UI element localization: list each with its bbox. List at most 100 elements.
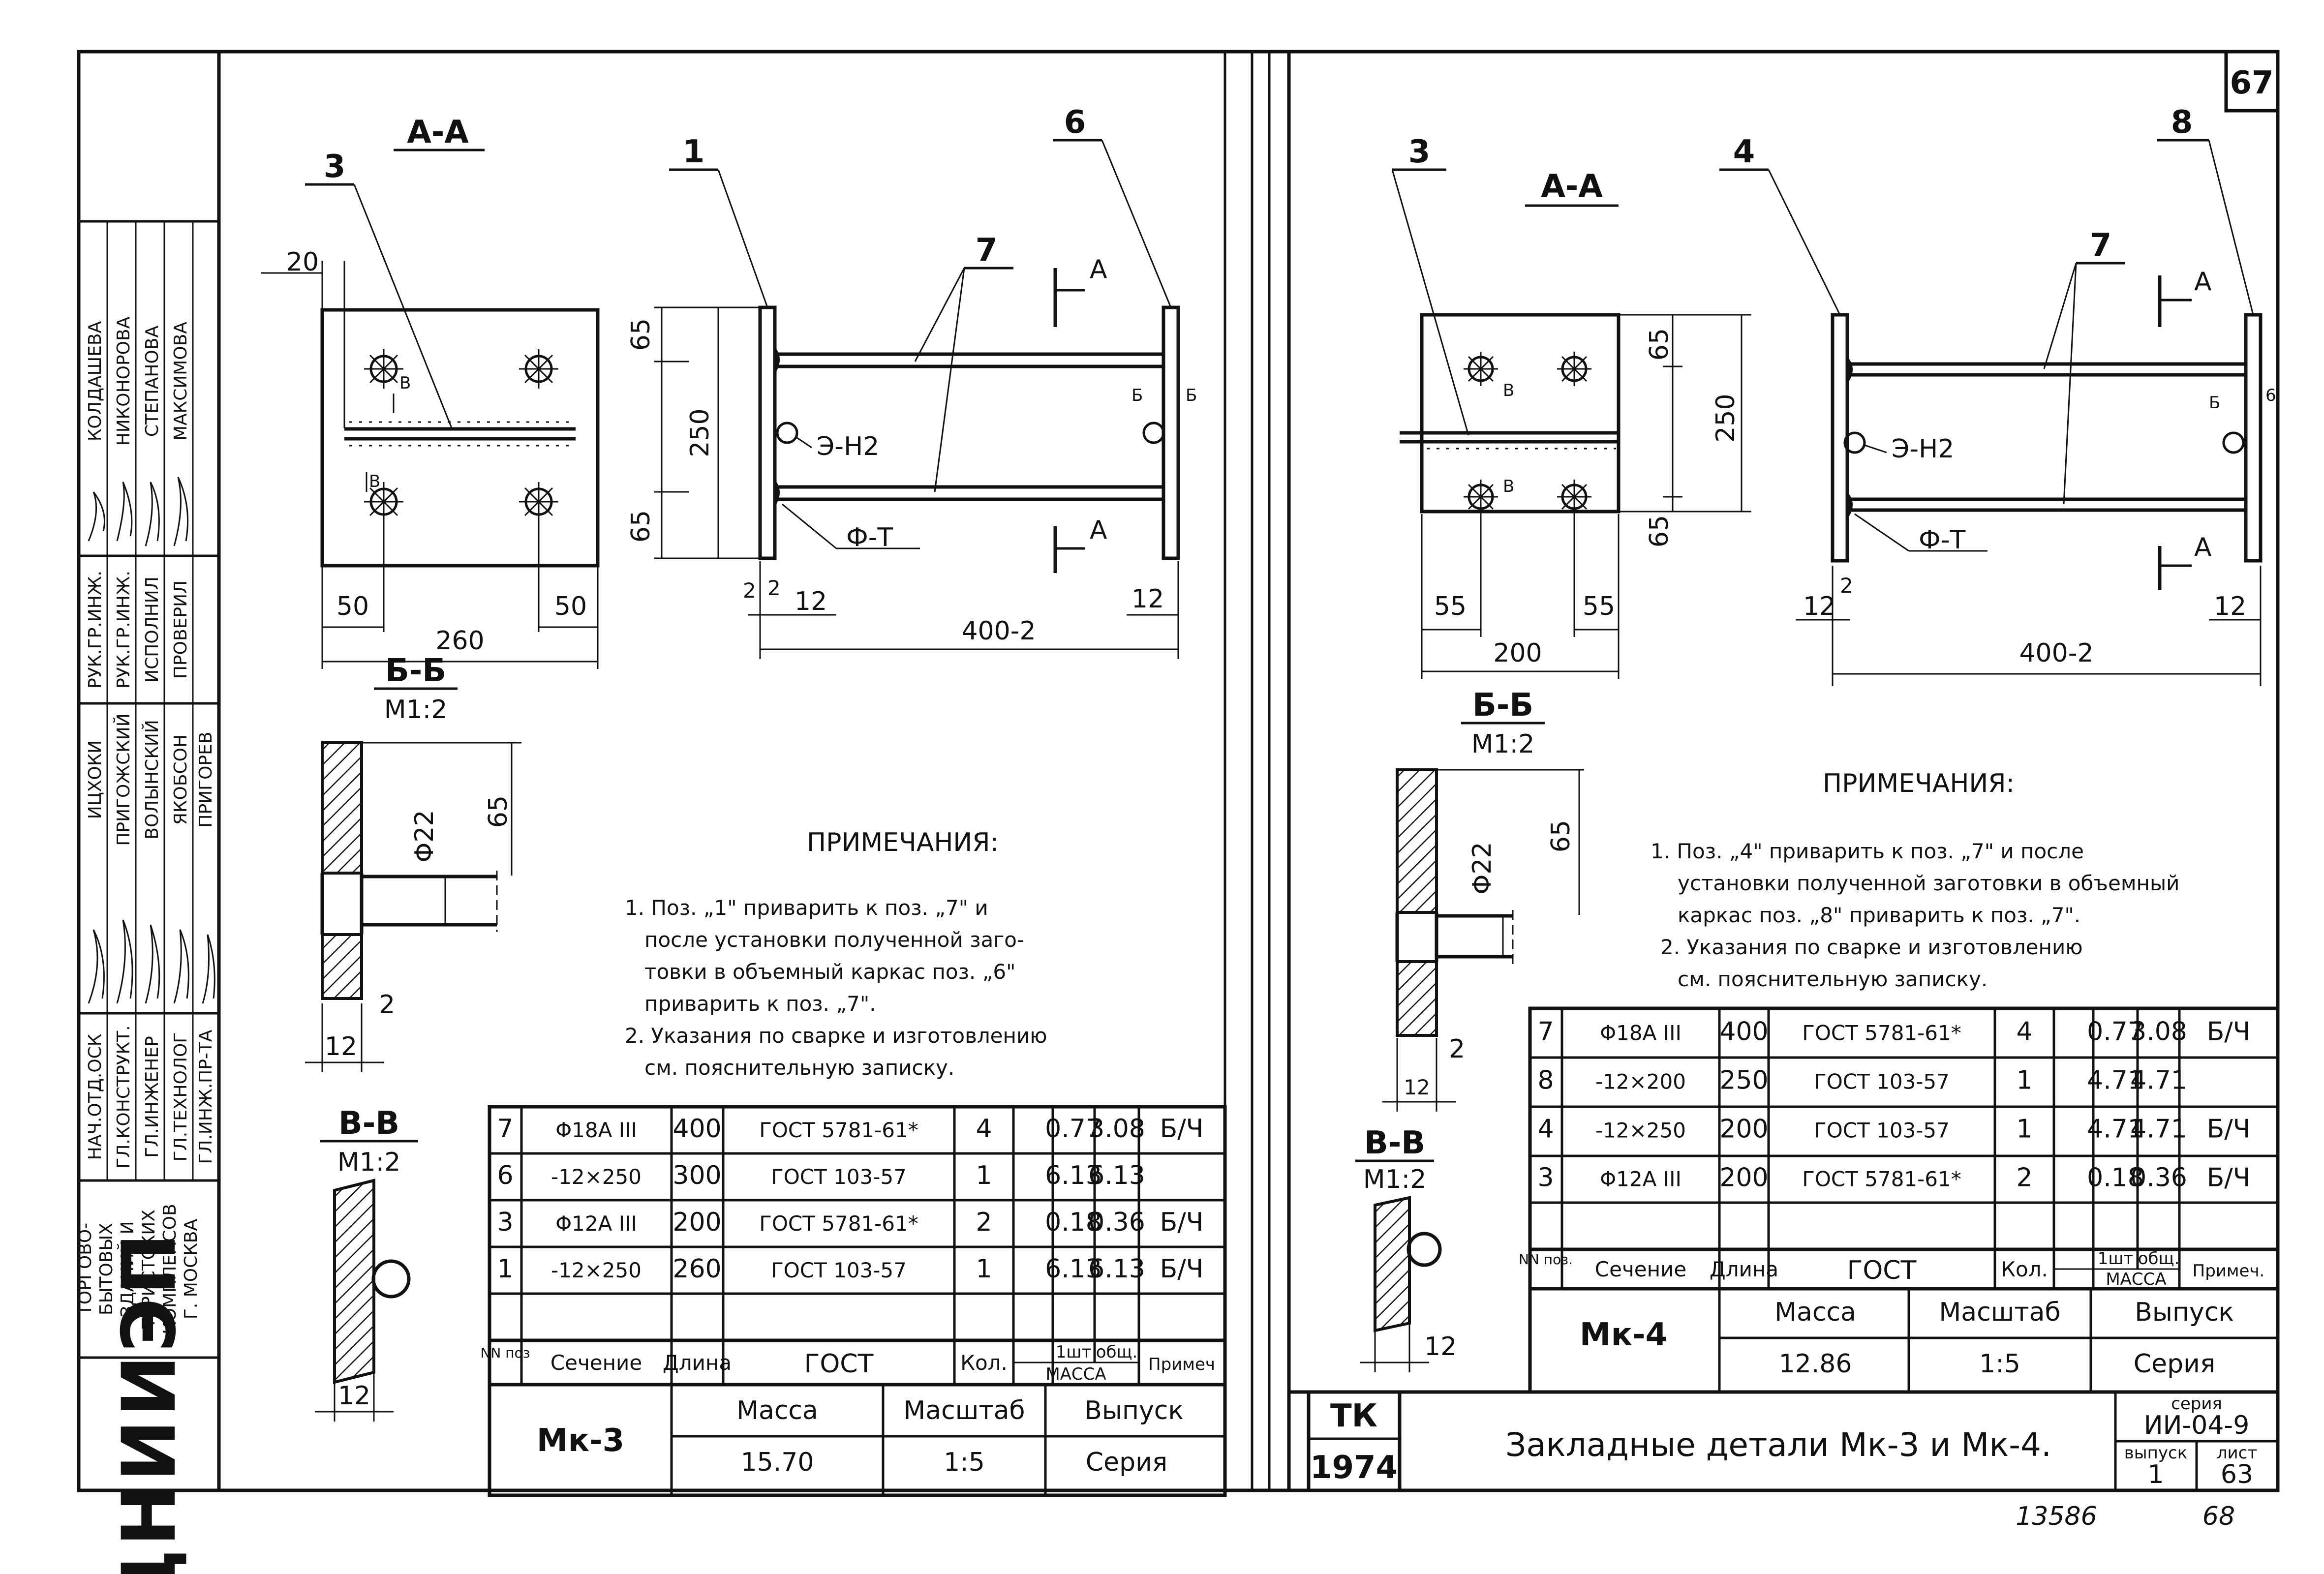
- right-stamp-mass-label: Масса: [1774, 1298, 1856, 1327]
- left-section-vv-title: В-В: [338, 1105, 399, 1142]
- right-drawing: А-А В В 3: [1355, 104, 2280, 1394]
- left-dim-2a: 2: [743, 578, 756, 603]
- page-number: 67: [2230, 65, 2273, 101]
- right-th-gost: ГОСТ: [1847, 1256, 1917, 1285]
- right-stamp-name: Мк-4: [1580, 1317, 1667, 1353]
- title-code-bottom: 1974: [1310, 1450, 1398, 1486]
- right-table-cell-r1-c7: 3.08: [2130, 1017, 2187, 1046]
- right-note-3: каркас поз. „8" приварить к поз. „7".: [1678, 903, 2080, 927]
- left-table-cell-r2-c5: 1: [976, 1161, 992, 1190]
- right-table-cell-r2-c5: 1: [2016, 1065, 2032, 1095]
- left-pos6-plate: [1162, 305, 1180, 560]
- right-mark-a-bottom: А: [2194, 533, 2212, 562]
- left-dim-12-left: 12: [795, 587, 827, 616]
- right-mark-v1: В: [1503, 381, 1514, 400]
- left-section-bb-title: Б-Б: [385, 653, 446, 689]
- drawing-title: Закладные детали Мк-3 и Мк-4.: [1505, 1426, 2051, 1464]
- right-dim-2: 2: [1840, 574, 1853, 598]
- right-dim-55-right: 55: [1583, 592, 1615, 621]
- right-stamp-series-label: Серия: [2134, 1349, 2215, 1379]
- right-dim-65-top: 65: [1645, 328, 1674, 361]
- left-mark-a-top: А: [1090, 255, 1107, 284]
- name-a-5: ПРИГОРЕВ: [196, 731, 216, 827]
- left-table-cell-r1-c1: 7: [497, 1114, 513, 1144]
- right-note-5: см. пояснительную записку.: [1678, 967, 1988, 991]
- right-note-1: 1. Поз. „4" приварить к поз. „7" и после: [1651, 839, 2084, 863]
- left-plate: [320, 308, 600, 568]
- right-table-cell-r3-c7: 4.71: [2130, 1114, 2187, 1144]
- left-stamp-name: Мк-3: [537, 1423, 624, 1459]
- right-mark-b1: Б: [2209, 393, 2220, 413]
- left-table-cell-r3-c3: 200: [673, 1208, 721, 1237]
- name-a-2: ПРИГОЖСКИЙ: [113, 713, 134, 846]
- name-b-4: МАКСИМОВА: [171, 322, 191, 441]
- left-table-cell-r3-c7: 0.36: [1088, 1208, 1145, 1237]
- name-b-3: СТЕПАНОВА: [142, 325, 162, 437]
- right-table-cell-r2-c4: ГОСТ 103-57: [1814, 1069, 1950, 1093]
- left-table-cell-r3-c1: 3: [497, 1208, 513, 1237]
- left-stamp-mass-value: 15.70: [741, 1448, 814, 1477]
- right-table-cell-r4-c8: Б/Ч: [2207, 1163, 2251, 1192]
- right-table-cell-r1-c3: 400: [1719, 1017, 1768, 1046]
- right-mark-a-top: А: [2194, 267, 2212, 297]
- signatures-a: [88, 919, 215, 1004]
- right-th-pos: NN поз.: [1519, 1251, 1573, 1268]
- left-th-gost: ГОСТ: [804, 1349, 874, 1379]
- left-weld-ft: Ф-Т: [846, 523, 893, 552]
- left-mark-v2: В: [369, 472, 380, 491]
- right-th-section: Сечение: [1595, 1257, 1686, 1281]
- right-section-vv-scale: М1:2: [1363, 1165, 1427, 1194]
- left-weld-en2: Э-Н2: [817, 432, 879, 461]
- right-bb-dim-65: 65: [1546, 820, 1576, 852]
- left-callout-1: 1: [683, 134, 705, 170]
- right-anchor-studs: [1464, 352, 1591, 514]
- right-dim-12-right: 12: [2214, 592, 2246, 621]
- role-a-1: НАЧ.ОТД.ОСК: [85, 1034, 105, 1160]
- title-series-value: ИИ-04-9: [2144, 1411, 2250, 1440]
- left-dim-65-bottom: 65: [626, 510, 656, 543]
- right-table-cell-r1-c4: ГОСТ 5781-61*: [1802, 1021, 1961, 1045]
- left-th-pos: NN поз: [480, 1345, 530, 1361]
- left-th-section: Сечение: [550, 1351, 642, 1375]
- left-dim-50-left: 50: [336, 592, 369, 621]
- right-table-cell-r3-c1: 4: [1537, 1114, 1554, 1144]
- left-pos1-plate: [758, 305, 777, 560]
- right-mark-v2: В: [1503, 477, 1514, 496]
- right-table-cell-r3-c3: 200: [1719, 1114, 1768, 1144]
- left-table-cell-r2-c6: 6.13: [1045, 1161, 1102, 1190]
- left-bb-dim-2: 2: [379, 990, 395, 1020]
- right-stamp-scale-value: 1:5: [1979, 1349, 2020, 1379]
- left-table-cell-r1-c2: Φ18А III: [555, 1118, 637, 1142]
- left-table-cell-r2-c1: 6: [497, 1161, 513, 1190]
- right-callout-8: 8: [2171, 104, 2193, 141]
- left-section-vv-scale: М1:2: [337, 1148, 401, 1177]
- left-callout-3: 3: [324, 149, 346, 185]
- right-stamp-issue-label: Выпуск: [2135, 1298, 2234, 1327]
- title-block: ТК 1974 Закладные детали Мк-3 и Мк-4. се…: [1289, 1390, 2278, 1492]
- left-th-one: 1шт: [1056, 1342, 1092, 1362]
- signatures-b: [88, 477, 189, 546]
- footer-archive-number: 13586: [2016, 1502, 2097, 1531]
- right-dim-65-bottom: 65: [1645, 515, 1674, 547]
- left-table-cell-r4-c3: 260: [673, 1254, 721, 1284]
- right-table-cell-r4-c5: 2: [2016, 1163, 2032, 1192]
- right-table-cell-r2-c3: 250: [1719, 1065, 1768, 1095]
- left-rebar-3: [344, 421, 576, 447]
- left-bb-dim-phi22: Φ22: [410, 810, 439, 862]
- right-callout-7: 7: [2090, 227, 2112, 264]
- right-th-qty: Кол.: [2001, 1257, 2048, 1281]
- institute-line-4: ТУРИСТСКИХ: [139, 1210, 159, 1329]
- institute-line-6: Г. МОСКВА: [181, 1219, 201, 1320]
- left-bb-dim-65: 65: [484, 795, 513, 828]
- page-number-box: 67: [2224, 50, 2280, 113]
- institute-line-3: ЗДАНИЙ И: [117, 1221, 138, 1317]
- right-plate: [1420, 313, 1621, 514]
- name-a-3: ВОЛЫНСКИЙ: [142, 720, 162, 840]
- left-table-cell-r2-c7: 6.13: [1088, 1161, 1145, 1190]
- institute-line-2: БЫТОВЫХ: [96, 1223, 117, 1315]
- left-dim-400: 400-2: [961, 616, 1036, 646]
- right-table-cell-r1-c6: 0.77: [2087, 1017, 2144, 1046]
- left-drawing: А-А: [261, 104, 1227, 1497]
